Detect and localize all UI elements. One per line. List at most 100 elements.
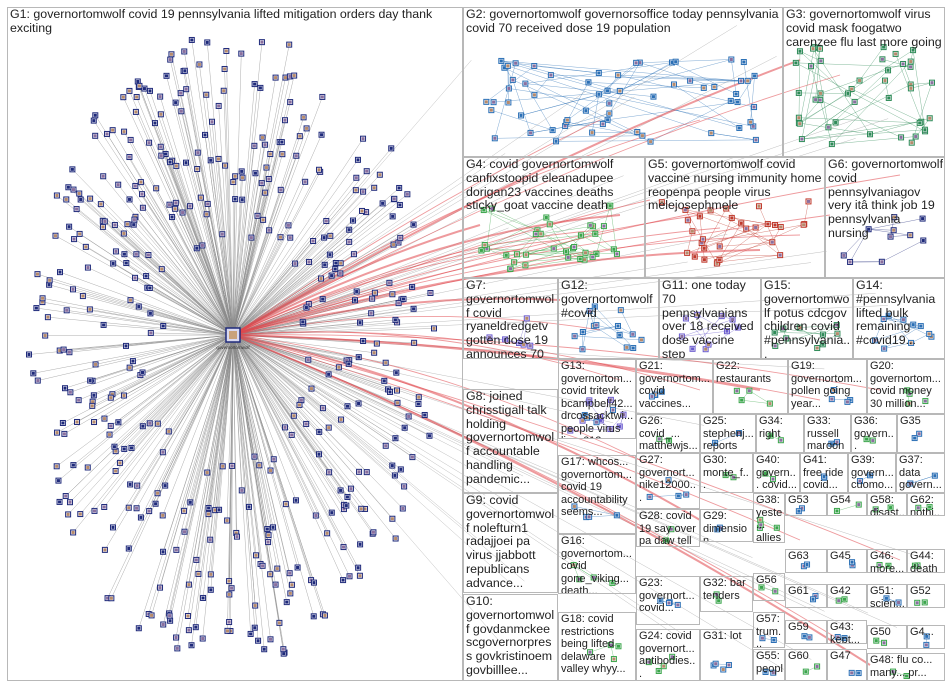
group-label-g63: G63 bbox=[788, 550, 825, 563]
group-panel-g12: G12: governortomwolf #covid bbox=[558, 278, 659, 359]
group-label-g45: G45 bbox=[830, 550, 865, 563]
group-label-g59: G59 bbox=[788, 621, 825, 634]
group-panel-g52: G52 bbox=[907, 584, 945, 608]
group-label-g13: G13: governortom... covid tritevk bcampb… bbox=[561, 360, 634, 439]
group-label-g16: G16: governortom... covid gone_viking...… bbox=[561, 535, 634, 594]
group-label-g57: G57: trum... bbox=[756, 613, 783, 648]
group-label-g9: G9: covid governortomwolf nolefturn1 rad… bbox=[466, 494, 556, 591]
group-panel-g59: G59 bbox=[785, 620, 827, 644]
group-panel-g27: G27: governort... nike12000... bbox=[636, 453, 700, 509]
group-panel-g34: G34: right bbox=[756, 414, 804, 453]
group-panel-g51: G51: scien... bbox=[867, 584, 907, 608]
group-panel-g32: G32: bar tenders bbox=[700, 576, 753, 612]
group-panel-g31: G31: lot bbox=[700, 629, 753, 681]
group-label-g18: G18: covid restrictions being lifted del… bbox=[561, 613, 634, 676]
group-label-g15: G15: governortomwolf potus cdcgov childr… bbox=[764, 279, 851, 359]
group-panel-g30: G30: monte_f... governo... bbox=[700, 453, 753, 493]
group-panel-g3: G3: governortomwolf virus covid mask foo… bbox=[783, 7, 945, 157]
group-panel-g62: G62: nothi... bbox=[907, 493, 945, 516]
group-label-g27: G27: governort... nike12000... bbox=[639, 454, 698, 504]
group-label-g4: G4: covid governortomwolf canfixstoopid … bbox=[466, 158, 643, 213]
group-label-g6: G6: governortomwolf covid pennsylvaniago… bbox=[828, 158, 943, 241]
group-panel-g29: G29: dimension governo... bbox=[700, 509, 753, 542]
group-label-g14: G14: #pennsylvania lifted bulk remaining… bbox=[856, 279, 943, 348]
group-label-g61: G61 bbox=[788, 585, 825, 598]
group-panel-g43: G43: kept... bbox=[827, 620, 867, 644]
group-panel-g15: G15: governortomwolf potus cdcgov childr… bbox=[761, 278, 853, 359]
group-label-g39: G39: govern... cuomo... bbox=[851, 454, 894, 492]
group-panel-g10: G10: governortomwolf govdanmckee scgover… bbox=[463, 594, 558, 681]
group-panel-g1: G1: governortomwolf covid 19 pennsylvani… bbox=[7, 7, 463, 681]
group-panel-g33: G33: russell maroon shoatz... bbox=[804, 414, 851, 453]
group-panel-g61: G61 bbox=[785, 584, 827, 608]
group-panel-g58: G58: disast... bbox=[867, 493, 907, 516]
group-label-g62: G62: nothi... bbox=[910, 494, 943, 516]
group-panel-g26: G26: covid_... matthewjs... governort... bbox=[636, 414, 700, 453]
group-panel-g16: G16: governortom... covid gone_viking...… bbox=[558, 534, 636, 594]
group-label-g24: G24: covid governort... antibodies... bbox=[639, 630, 698, 680]
group-panel-g25: G25: stephenj... reports governort... bbox=[700, 414, 756, 453]
group-label-g58: G58: disast... bbox=[870, 494, 905, 516]
group-label-g30: G30: monte_f... governo... bbox=[703, 454, 751, 493]
group-label-g20: G20: governortom... covid money 30 milli… bbox=[870, 360, 943, 410]
group-label-g52: G52 bbox=[910, 585, 943, 598]
group-panel-g28: G28: covid 19 say over pa daw tell bbox=[636, 509, 700, 547]
group-panel-g20: G20: governortom... covid money 30 milli… bbox=[867, 359, 945, 414]
group-label-g34: G34: right bbox=[759, 415, 802, 440]
group-label-g35: G35 bbox=[900, 415, 943, 428]
group-label-g1: G1: governortomwolf covid 19 pennsylvani… bbox=[10, 8, 461, 36]
group-label-g44: G44: deaths bbox=[910, 550, 943, 573]
group-panel-g14: G14: #pennsylvania lifted bulk remaining… bbox=[853, 278, 945, 359]
group-label-g3: G3: governortomwolf virus covid mask foo… bbox=[786, 8, 943, 49]
group-label-g37: G37: data govern... bbox=[899, 454, 943, 492]
group-panel-g13: G13: governortom... covid tritevk bcampb… bbox=[558, 359, 636, 439]
group-label-g51: G51: scien... bbox=[870, 585, 905, 608]
group-label-g50: G50 bbox=[870, 626, 905, 639]
group-label-g32: G32: bar tenders bbox=[703, 577, 751, 602]
group-panel-g53: G53 bbox=[785, 493, 827, 516]
group-panel-g4: G4: covid governortomwolf canfixstoopid … bbox=[463, 157, 645, 278]
group-panel-g24: G24: covid governort... antibodies... bbox=[636, 629, 700, 681]
group-label-g31: G31: lot bbox=[703, 630, 751, 643]
group-panel-g9: G9: covid governortomwolf nolefturn1 rad… bbox=[463, 493, 558, 593]
group-panel-g22: G22: restaurants bbox=[713, 359, 788, 414]
group-panel-g21: G21: governortom... covid vaccines... bbox=[636, 359, 713, 414]
group-panel-g55: G55: peopl... bbox=[753, 649, 785, 681]
group-panel-g36: G36: govern... riflema... uber... bbox=[851, 414, 897, 453]
group-label-g21: G21: governortom... covid vaccines... bbox=[639, 360, 711, 410]
group-label-g29: G29: dimension governo... bbox=[703, 510, 751, 542]
group-panel-g17: G17: whcos... governortom... covid 19 ac… bbox=[558, 455, 636, 534]
group-label-g11: G11: one today 70 pennsylvanians over 18… bbox=[662, 279, 759, 359]
group-label-g56: G56 bbox=[756, 574, 783, 587]
group-panel-g48: G48: flu co... many... pr... bbox=[867, 653, 945, 681]
group-panel-g49: G4... bbox=[907, 625, 945, 649]
group-panel-g50: G50 bbox=[867, 625, 907, 649]
group-panel-g6: G6: governortomwolf covid pennsylvaniago… bbox=[825, 157, 945, 278]
group-label-g7: G7: governortomwolf covid ryaneldredgetv… bbox=[466, 279, 556, 359]
group-panel-g54: G54 bbox=[827, 493, 867, 516]
group-label-g19: G19: governortom... pollen going year... bbox=[791, 360, 865, 410]
group-label-g43: G43: kept... bbox=[830, 621, 865, 644]
group-panel-g11: G11: one today 70 pennsylvanians over 18… bbox=[659, 278, 761, 359]
group-label-g36: G36: govern... riflema... uber... bbox=[854, 415, 895, 453]
group-panel-g8: G8: joined chrisstigall talk holding gov… bbox=[463, 389, 558, 493]
group-panel-g35: G35 bbox=[897, 414, 945, 453]
group-panel-g39: G39: govern... cuomo... bbox=[848, 453, 896, 493]
group-label-g38: G38: yeste... allies 215p... bbox=[756, 494, 783, 543]
group-label-g46: G46: more... bbox=[870, 550, 905, 573]
group-panel-g37: G37: data govern... bbox=[896, 453, 945, 493]
group-label-g8: G8: joined chrisstigall talk holding gov… bbox=[466, 390, 556, 487]
group-label-g28: G28: covid 19 say over pa daw tell bbox=[639, 510, 698, 547]
group-label-g2: G2: governortomwolf governorsoffice toda… bbox=[466, 8, 781, 36]
group-label-g42: G42 bbox=[830, 585, 865, 598]
group-label-g55: G55: peopl... bbox=[756, 650, 783, 681]
group-label-g25: G25: stephenj... reports governort... bbox=[703, 415, 754, 453]
group-panel-g57: G57: trum... bbox=[753, 612, 785, 648]
group-panel-g19: G19: governortom... pollen going year... bbox=[788, 359, 867, 414]
group-label-g22: G22: restaurants bbox=[716, 360, 786, 385]
group-label-g53: G53 bbox=[788, 494, 825, 507]
group-panel-g56: G56 bbox=[753, 573, 785, 601]
group-panel-g18: G18: covid restrictions being lifted del… bbox=[558, 612, 636, 681]
group-label-g60: G60 bbox=[788, 650, 825, 663]
group-panel-g40: G40: govern... covid... bbox=[753, 453, 800, 493]
